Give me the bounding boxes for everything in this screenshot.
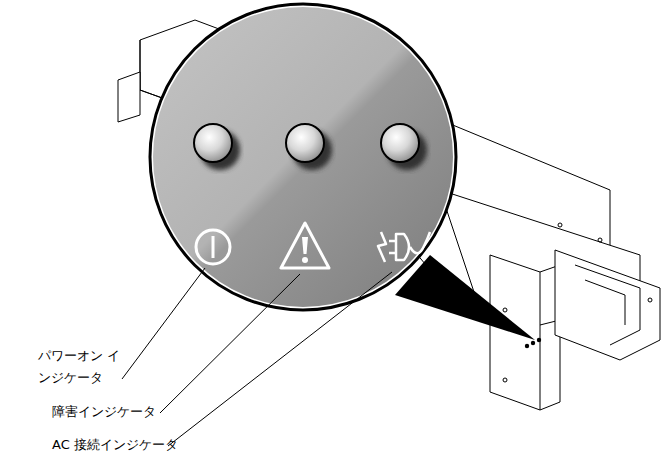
led-lights <box>194 124 427 170</box>
indicator-label: パワーオン インジケータ <box>38 345 128 389</box>
ac-plug-symbol <box>378 232 430 262</box>
indicator-dots <box>525 338 541 348</box>
leader-lines <box>122 268 392 446</box>
indicator-label: 障害インジケータ <box>52 401 252 423</box>
magnifier-pointer <box>395 255 535 340</box>
magnifier-circle <box>150 4 456 310</box>
power-symbol <box>196 230 230 264</box>
indicator-panel <box>153 7 453 307</box>
warning-symbol <box>281 223 329 268</box>
indicator-label: AC 接続インジケータ <box>52 434 272 456</box>
